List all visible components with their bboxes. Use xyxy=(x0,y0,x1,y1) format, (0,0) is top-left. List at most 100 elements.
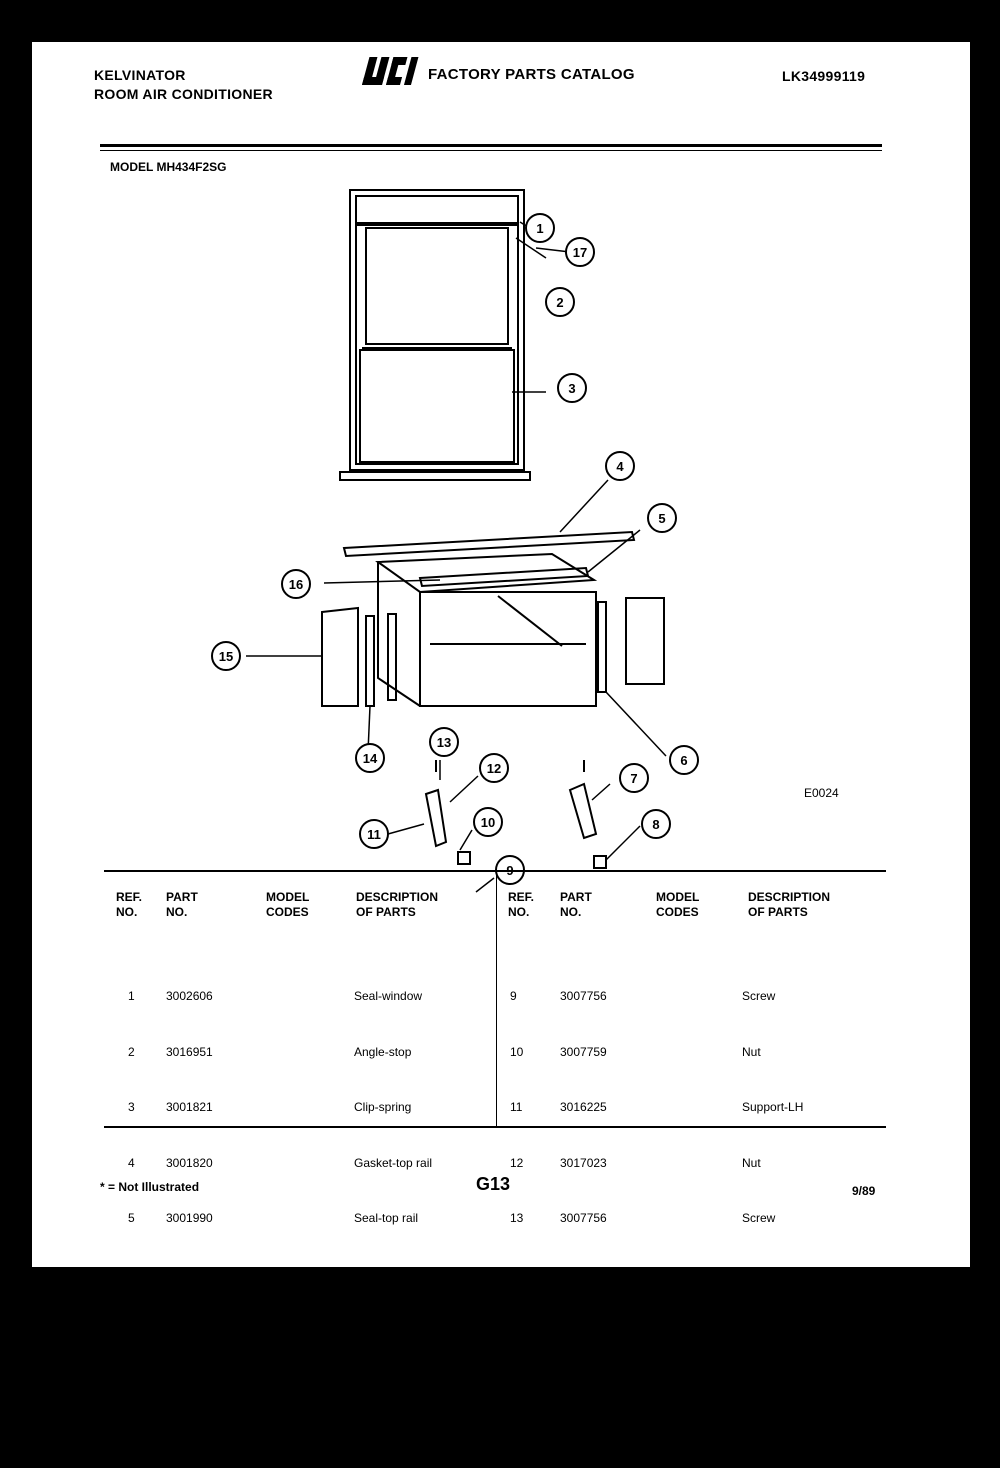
header-part-no-left: PART NO. xyxy=(166,890,198,919)
catalog-number: LK34999119 xyxy=(782,68,866,84)
product-line: ROOM AIR CONDITIONER xyxy=(94,86,273,102)
header-description-right: DESCRIPTION OF PARTS xyxy=(748,890,831,919)
table-cell: Seal-window xyxy=(354,989,423,1003)
table-cell: 3001820 xyxy=(166,1155,213,1170)
table-cell: 17 xyxy=(510,1433,524,1447)
page-number: G13 xyxy=(476,1174,511,1194)
table-cell: 11 xyxy=(510,1100,523,1114)
catalog-page xyxy=(32,42,970,1267)
not-illustrated-note: * = Not Illustrated xyxy=(100,1180,200,1194)
table-cell: Screw xyxy=(742,989,776,1003)
window-frame xyxy=(349,189,525,471)
callout-13: 13 xyxy=(437,735,451,750)
cabinet-front xyxy=(419,591,597,707)
right-part-column: 3007756 3007759 3016225 3017023 3007756 … xyxy=(560,950,607,1468)
table-cell: 3007756 xyxy=(560,1211,607,1225)
table-cell: 3007756 xyxy=(560,989,607,1003)
header-model-codes-right: MODEL CODES xyxy=(656,890,700,919)
table-cell: 3002059 xyxy=(166,1266,213,1281)
catalog-title: FACTORY PARTS CATALOG xyxy=(428,66,635,83)
table-bottom-rule xyxy=(104,1126,886,1128)
table-cell: 3001919 xyxy=(560,1266,607,1281)
callout-8: 8 xyxy=(652,817,659,832)
table-cell: 3016225 xyxy=(560,1100,607,1114)
table-cell: 5 xyxy=(128,1211,135,1225)
header-description-left: DESCRIPTION OF PARTS xyxy=(356,890,439,919)
table-cell: Nut xyxy=(742,1155,761,1170)
table-cell: 8 xyxy=(128,1377,135,1392)
table-cell: Gasket-top rail xyxy=(354,1155,433,1170)
table-cell: 10 xyxy=(510,1044,524,1059)
callout-14: 14 xyxy=(363,751,378,766)
angle-side-right xyxy=(597,601,607,693)
gasket-left xyxy=(365,615,375,707)
right-description-column: Screw Nut Support-LH Nut Screw Gasket Pa… xyxy=(742,950,817,1468)
header-rule xyxy=(100,144,882,147)
panel-window xyxy=(321,606,359,707)
table-cell: 16 xyxy=(510,1377,524,1392)
table-cell: Clip-spring xyxy=(354,1100,412,1114)
window-sill xyxy=(339,471,531,481)
table-cell: 3001821 xyxy=(166,1100,213,1114)
callout-17: 17 xyxy=(573,245,587,260)
header-part-no-right: PART NO. xyxy=(560,890,592,919)
table-cell: 1 xyxy=(128,989,135,1003)
table-cell: Gasket xyxy=(742,1266,781,1281)
table-cell: 7 xyxy=(128,1322,135,1336)
diagram-id: E0024 xyxy=(804,786,839,800)
table-cell: 13 xyxy=(510,1211,524,1225)
model-label: MODEL MH434F2SG xyxy=(110,160,227,174)
table-cell: 3001818 xyxy=(560,1322,607,1336)
table-cell: 15 xyxy=(510,1322,524,1336)
table-cell: 3017023 xyxy=(560,1155,607,1170)
callout-12: 12 xyxy=(487,761,501,776)
table-divider xyxy=(496,872,497,1126)
callout-6: 6 xyxy=(680,753,687,768)
callout-2: 2 xyxy=(556,295,563,310)
table-cell: 3002606 xyxy=(166,989,213,1003)
callout-4: 4 xyxy=(616,459,624,474)
table-top-rule xyxy=(104,870,886,872)
table-cell: 3 xyxy=(128,1100,135,1114)
table-cell: Screw xyxy=(742,1211,776,1225)
table-cell: Screw xyxy=(742,1433,776,1447)
exploded-parts-diagram: 1 17 2 3 4 5 16 15 14 6 13 12 7 11 10 8 … xyxy=(211,189,699,893)
header-rule-thin xyxy=(100,150,882,151)
table-cell: 3001990 xyxy=(166,1211,213,1225)
brand-block: KELVINATOR ROOM AIR CONDITIONER xyxy=(94,66,273,104)
table-cell: Angle-side xyxy=(354,1266,411,1281)
support-rh xyxy=(568,782,598,840)
table-cell: 3016951 xyxy=(166,1044,213,1059)
table-cell: Seal-top rail xyxy=(354,1211,419,1225)
callout-1: 1 xyxy=(536,221,543,236)
callout-16: 16 xyxy=(289,577,303,592)
window-frame-inner xyxy=(355,195,519,465)
callout-10: 10 xyxy=(481,815,495,830)
callout-7: 7 xyxy=(630,771,637,786)
table-cell: Angle-stop xyxy=(354,1044,412,1059)
table-cell: Panel-window xyxy=(742,1322,817,1336)
callout-11: 11 xyxy=(367,827,381,842)
brand-name: KELVINATOR xyxy=(94,67,186,83)
table-cell: 3002803 xyxy=(560,1433,607,1447)
header-ref-no-right: REF. NO. xyxy=(508,890,535,919)
table-cell: 12 xyxy=(510,1155,524,1170)
header-model-codes-left: MODEL CODES xyxy=(266,890,310,919)
angle-side-left xyxy=(387,613,397,701)
left-description-column: Seal-window Angle-stop Clip-spring Gaske… xyxy=(354,950,439,1413)
table-cell: 2 xyxy=(128,1044,135,1059)
header-ref-no-left: REF. NO. xyxy=(116,890,143,919)
window-lower-panel xyxy=(359,349,515,463)
table-cell: Support-LH xyxy=(742,1100,804,1114)
bracket-window-left xyxy=(457,851,471,865)
bracket-window-right xyxy=(593,855,607,869)
gasket-top-rail xyxy=(342,530,636,558)
callout-5: 5 xyxy=(658,511,665,526)
table-cell: 6 xyxy=(128,1266,135,1281)
table-cell: Support-RH xyxy=(354,1322,418,1336)
table-cell: 3016224 xyxy=(166,1322,213,1336)
table-cell: 3007759 xyxy=(560,1044,607,1059)
table-cell: 3002058 xyxy=(560,1377,607,1392)
wci-logo xyxy=(361,57,419,85)
support-lh xyxy=(424,788,448,848)
